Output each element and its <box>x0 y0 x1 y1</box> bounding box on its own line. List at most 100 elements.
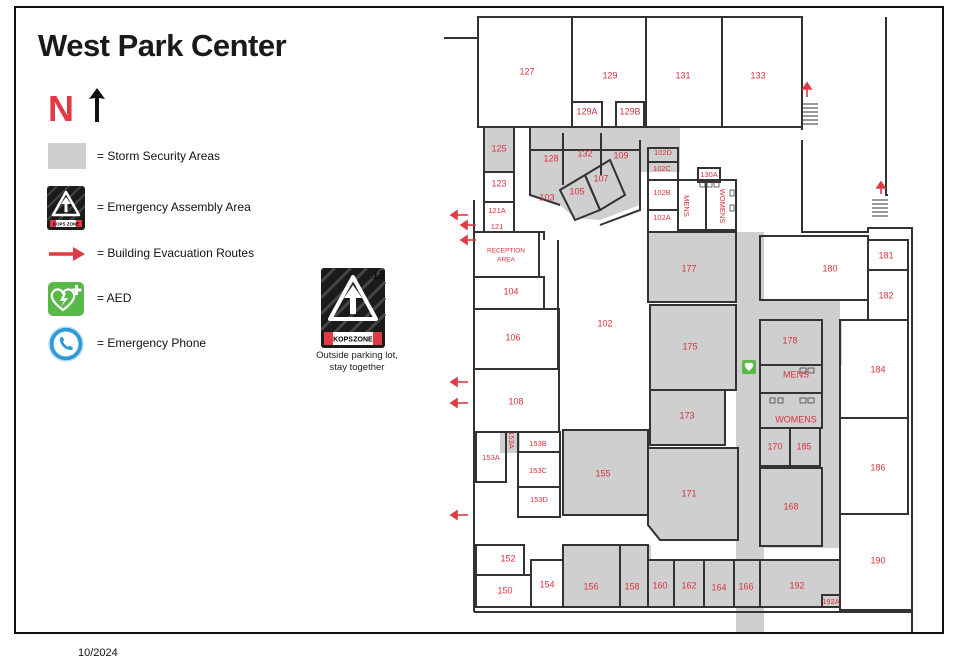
room-152: 152 <box>500 553 515 563</box>
legend-assembly-text: = Emergency Assembly Area <box>97 200 251 214</box>
room-164: 164 <box>711 582 726 592</box>
evac-arrow-north-2 <box>875 180 887 194</box>
room-177: 177 <box>681 263 696 273</box>
svg-text:KOPS ZONE: KOPS ZONE <box>53 222 80 227</box>
room-103: 103 <box>539 192 554 202</box>
room-192a: 192A <box>822 597 840 606</box>
evac-arrow-north-1 <box>801 81 813 97</box>
room-190: 190 <box>870 555 885 565</box>
north-label: N <box>48 88 74 129</box>
room-153a-small: 153A <box>507 431 516 449</box>
room-162: 162 <box>681 580 696 590</box>
room-102: 102 <box>597 318 612 328</box>
room-185: 185 <box>796 441 811 451</box>
room-180: 180 <box>822 263 837 273</box>
room-133: 133 <box>750 70 765 80</box>
legend-evacuation-text: = Building Evacuation Routes <box>97 246 255 260</box>
room-186: 186 <box>870 462 885 472</box>
room-150: 150 <box>497 585 512 595</box>
room-102a: 102A <box>653 213 671 222</box>
room-153b: 153B <box>529 439 547 448</box>
kops-zone-label: KOPS <box>333 337 353 344</box>
evac-arrow-west-1 <box>449 209 468 221</box>
room-153c: 153C <box>529 466 548 475</box>
womens-restroom-2: WOMENS <box>775 414 817 424</box>
evac-arrow-west-3 <box>459 234 476 246</box>
room-128: 128 <box>543 153 558 163</box>
room-181: 181 <box>878 250 893 260</box>
room-170: 170 <box>767 441 782 451</box>
revision-date: 10/2024 <box>78 647 118 659</box>
room-109: 109 <box>613 150 628 160</box>
room-155: 155 <box>595 468 610 478</box>
aed-icon <box>48 282 84 316</box>
room-132: 132 <box>577 148 592 158</box>
legend-storm-text: = Storm Security Areas <box>97 149 221 163</box>
aed-map-icon <box>742 360 756 374</box>
room-184: 184 <box>870 364 885 374</box>
evac-arrow-west-6 <box>449 509 468 521</box>
emergency-phone-icon <box>48 326 84 362</box>
room-129a: 129A <box>576 106 597 116</box>
room-104: 104 <box>503 286 518 296</box>
north-arrow-icon <box>89 88 105 122</box>
room-106: 106 <box>505 332 520 342</box>
room-171: 171 <box>681 488 696 498</box>
room-153d: 153D <box>530 495 549 504</box>
mens-restroom-2: MENS <box>783 369 809 379</box>
room-121a: 121A <box>488 206 506 215</box>
restroom-fixtures <box>699 181 815 404</box>
kops-caption: Outside parking lot, stay together <box>314 350 400 374</box>
storm-security-areas <box>484 127 842 632</box>
room-102c: 102C <box>653 164 672 173</box>
mens-restroom-1: MENS <box>682 195 691 217</box>
room-labels: 127 129 131 133 129A 129B 125 128 132 10… <box>482 66 893 606</box>
room-129: 129 <box>602 70 617 80</box>
assembly-area-icon: KOPS ZONE <box>47 186 85 230</box>
evac-arrow-west-2 <box>459 219 476 231</box>
room-192: 192 <box>789 580 804 590</box>
room-121: 121 <box>491 222 504 231</box>
legend-phone-text: = Emergency Phone <box>97 336 207 350</box>
room-158: 158 <box>624 581 639 591</box>
room-166: 166 <box>738 581 753 591</box>
kops-caption-line2: stay together <box>329 362 385 373</box>
room-182: 182 <box>878 290 893 300</box>
room-160: 160 <box>652 580 667 590</box>
room-127: 127 <box>519 66 534 76</box>
room-153a: 153A <box>482 453 500 462</box>
evacuation-arrow-icon <box>49 247 85 261</box>
room-173: 173 <box>679 410 694 420</box>
kops-zone-sign: KOPS ZONE <box>321 268 387 348</box>
room-102b: 102B <box>653 188 671 197</box>
room-156: 156 <box>583 581 598 591</box>
evac-arrow-west-4 <box>449 376 468 388</box>
storm-area-swatch <box>48 143 86 169</box>
legend-aed-text: = AED <box>97 291 132 305</box>
room-130a: 130A <box>700 170 718 179</box>
evac-arrow-west-5 <box>449 397 468 409</box>
room-108: 108 <box>508 396 523 406</box>
evacuation-arrows <box>449 81 887 521</box>
room-178: 178 <box>782 335 797 345</box>
page-title: West Park Center <box>38 28 287 63</box>
room-125: 125 <box>491 143 506 153</box>
walls <box>444 16 913 632</box>
room-168: 168 <box>783 501 798 511</box>
stairs <box>802 103 888 217</box>
room-107: 107 <box>593 173 608 183</box>
kops-zone-word: ZONE <box>353 337 373 344</box>
room-102d: 102D <box>654 148 673 157</box>
kops-caption-line1: Outside parking lot, <box>316 350 398 361</box>
room-129b: 129B <box>619 106 640 116</box>
room-105: 105 <box>569 186 584 196</box>
room-131: 131 <box>675 70 690 80</box>
reception-area-label: AREA <box>497 257 515 264</box>
room-175: 175 <box>682 341 697 351</box>
reception-label: RECEPTION <box>487 248 525 255</box>
room-154: 154 <box>539 579 554 589</box>
womens-restroom-1: WOMENS <box>718 189 727 224</box>
kops-zone-number: 13 <box>372 268 386 282</box>
room-123: 123 <box>491 178 506 188</box>
